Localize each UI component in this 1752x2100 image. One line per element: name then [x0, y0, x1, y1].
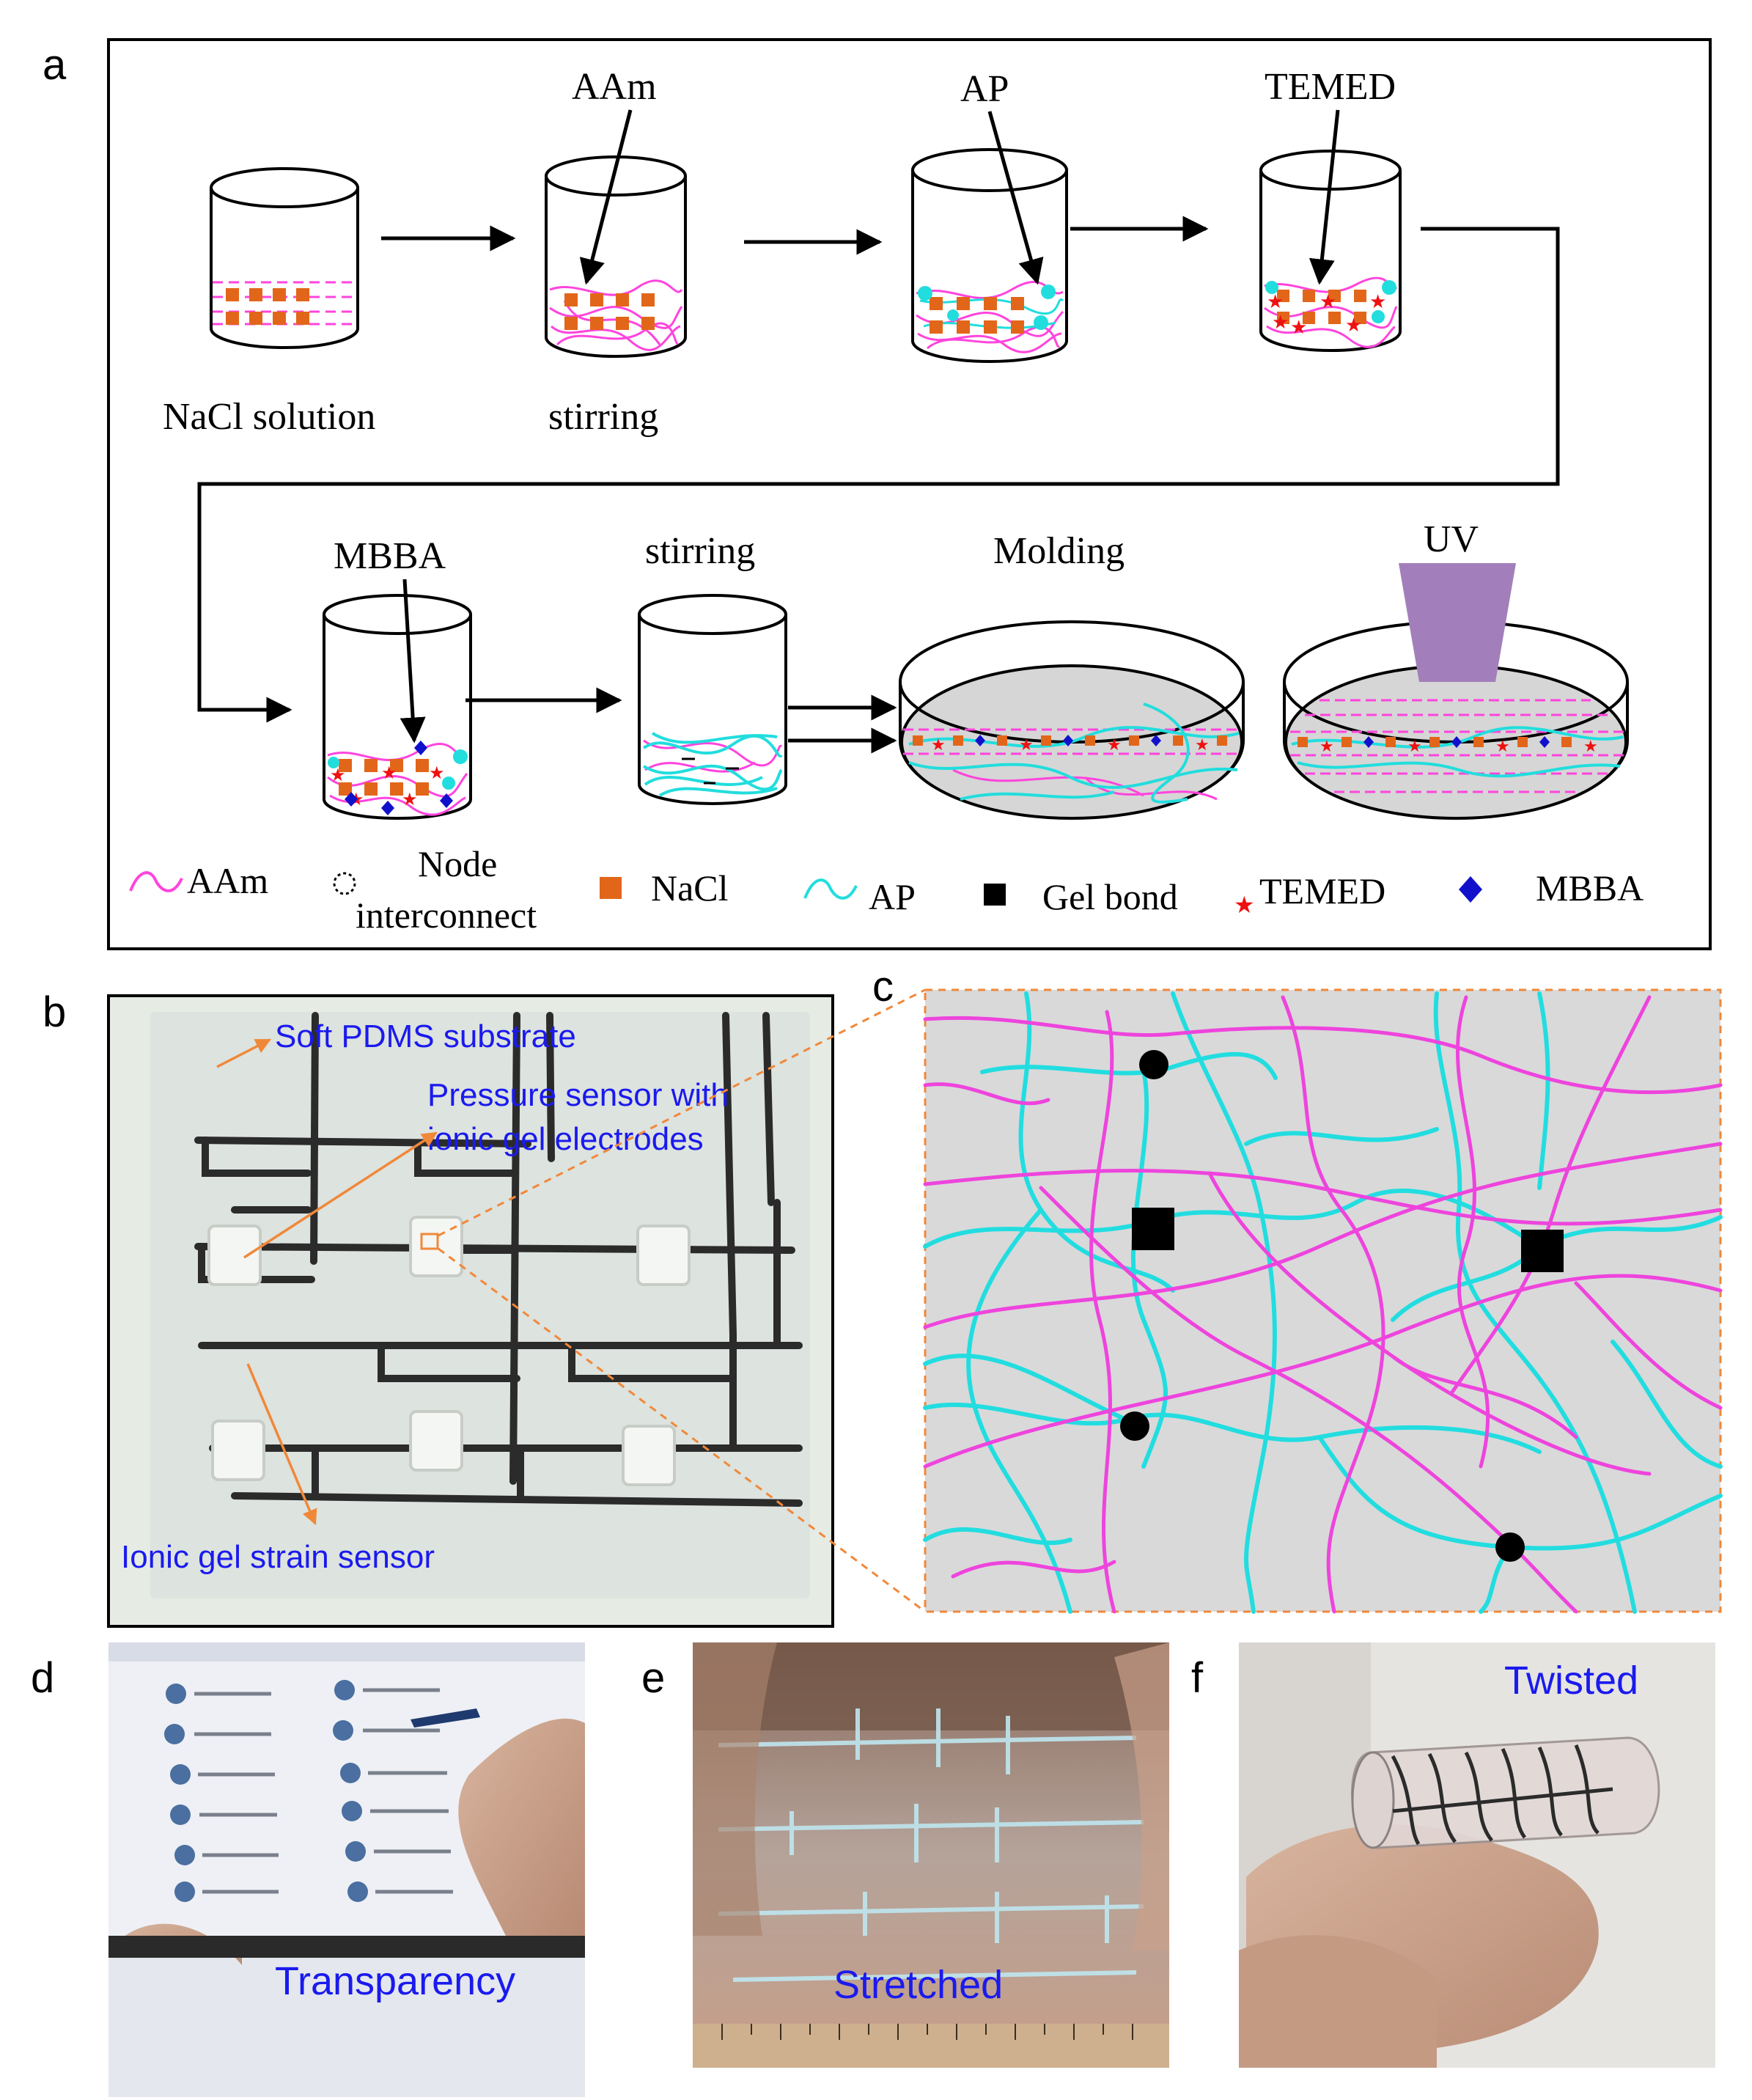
svg-text:★: ★ — [1272, 312, 1289, 334]
label-stirring-2: stirring — [645, 530, 755, 572]
svg-text:★: ★ — [402, 789, 418, 809]
legend-node-label-2: interconnect — [356, 895, 537, 936]
beaker-mbba: ★★★★★ — [323, 594, 472, 820]
svg-text:★: ★ — [1369, 291, 1386, 313]
svg-text:★: ★ — [1290, 317, 1307, 339]
gel-bond-node-3 — [1495, 1532, 1525, 1562]
label-molding: Molding — [993, 530, 1125, 572]
arrow-aam-in — [579, 109, 633, 285]
label-ap: AP — [960, 68, 1009, 110]
beaker-aam-stirring — [545, 155, 687, 358]
label-nacl-solution: NaCl solution — [163, 396, 375, 438]
panel-letter-a: a — [43, 41, 67, 89]
legend-ap-label: AP — [869, 876, 916, 917]
panel-letter-f: f — [1191, 1654, 1204, 1702]
svg-text:★: ★ — [931, 736, 946, 755]
legend-ap-swatch — [803, 878, 858, 900]
caption-stretched: Stretched — [833, 1963, 1003, 2007]
legend-nacl-swatch — [600, 877, 622, 899]
label-temed: TEMED — [1265, 66, 1396, 108]
zoom-line-top — [438, 988, 926, 1237]
panel-letter-e: e — [641, 1654, 665, 1702]
label-strain-sensor: Ionic gel strain sensor — [121, 1539, 435, 1575]
svg-text:★: ★ — [330, 765, 346, 785]
label-stirring-1: stirring — [548, 396, 658, 438]
label-mbba: MBBA — [334, 535, 446, 577]
gel-bond-node-1 — [1139, 1050, 1168, 1079]
legend-aam-label: AAm — [187, 860, 268, 901]
label-uv: UV — [1424, 518, 1479, 560]
zoom-line-bottom — [438, 1247, 926, 1613]
dish-molding: ★ ★ ★ ★ — [899, 620, 1245, 820]
photo-sensor-array: Soft PDMS substrate Pressure sensor with… — [107, 994, 834, 1628]
svg-text:★: ★ — [429, 763, 445, 783]
legend-gel-bond-swatch — [984, 884, 1006, 906]
label-pdms-substrate: Soft PDMS substrate — [275, 1018, 576, 1054]
beaker-nacl-solution — [210, 167, 359, 349]
arrow-pdms — [216, 1038, 271, 1068]
svg-text:★: ★ — [381, 763, 397, 783]
beaker-stirring-2 — [638, 594, 787, 805]
legend-mbba-swatch — [1459, 876, 1482, 903]
svg-text:★: ★ — [1495, 738, 1510, 756]
label-aam: AAm — [572, 66, 657, 108]
caption-twisted: Twisted — [1504, 1659, 1638, 1703]
svg-text:★: ★ — [1019, 736, 1034, 755]
arrow-temed-in — [1309, 109, 1340, 285]
gel-bond-square-2 — [1521, 1230, 1564, 1272]
arrow-ap-in — [987, 111, 1044, 285]
panel-letter-c: c — [872, 963, 894, 1010]
svg-text:★: ★ — [1407, 738, 1422, 756]
arrow-strain — [246, 1363, 317, 1525]
photo-twisted: Twisted — [1239, 1642, 1715, 2068]
legend-node-swatch — [333, 872, 356, 895]
legend-gel-bond-label: Gel bond — [1042, 876, 1178, 917]
label-pressure-sensor-1: Pressure sensor with — [427, 1077, 729, 1113]
legend: AAm Node interconnect NaCl AP Gel bond ★… — [129, 843, 1644, 936]
photo-stretched: Stretched — [693, 1642, 1169, 2068]
svg-text:★: ★ — [1107, 736, 1122, 755]
network-diagram — [923, 988, 1723, 1614]
svg-text:★: ★ — [1345, 315, 1362, 337]
gel-bond-square-1 — [1132, 1208, 1174, 1250]
svg-text:★: ★ — [1267, 291, 1284, 313]
panel-letter-d: d — [31, 1654, 54, 1702]
uv-lamp — [1399, 563, 1516, 682]
photo-transparency: Transparency — [108, 1642, 585, 2097]
arrow-pressure — [243, 1131, 438, 1259]
panel-letter-b: b — [43, 988, 66, 1036]
zoom-marker — [420, 1233, 439, 1250]
arrow-mbba-in — [400, 579, 426, 744]
legend-temed-label: TEMED — [1259, 870, 1385, 911]
legend-mbba-label: MBBA — [1536, 867, 1644, 908]
legend-nacl-label: NaCl — [651, 867, 729, 908]
svg-text:★: ★ — [1319, 291, 1336, 313]
legend-temed-swatch: ★ — [1234, 891, 1255, 919]
svg-text:★: ★ — [1319, 738, 1334, 756]
arrow-connector — [197, 227, 1560, 723]
legend-node-label-1: Node — [418, 843, 497, 884]
legend-aam-swatch — [129, 871, 183, 892]
svg-text:★: ★ — [1583, 738, 1598, 756]
gel-bond-node-2 — [1120, 1411, 1149, 1441]
svg-text:★: ★ — [1195, 736, 1210, 755]
beaker-ap — [911, 148, 1068, 363]
dish-uv: ★ ★ ★ ★ — [1283, 563, 1629, 820]
caption-transparency: Transparency — [275, 1959, 515, 2003]
label-pressure-sensor-2: ionic gel electrodes — [427, 1121, 704, 1157]
